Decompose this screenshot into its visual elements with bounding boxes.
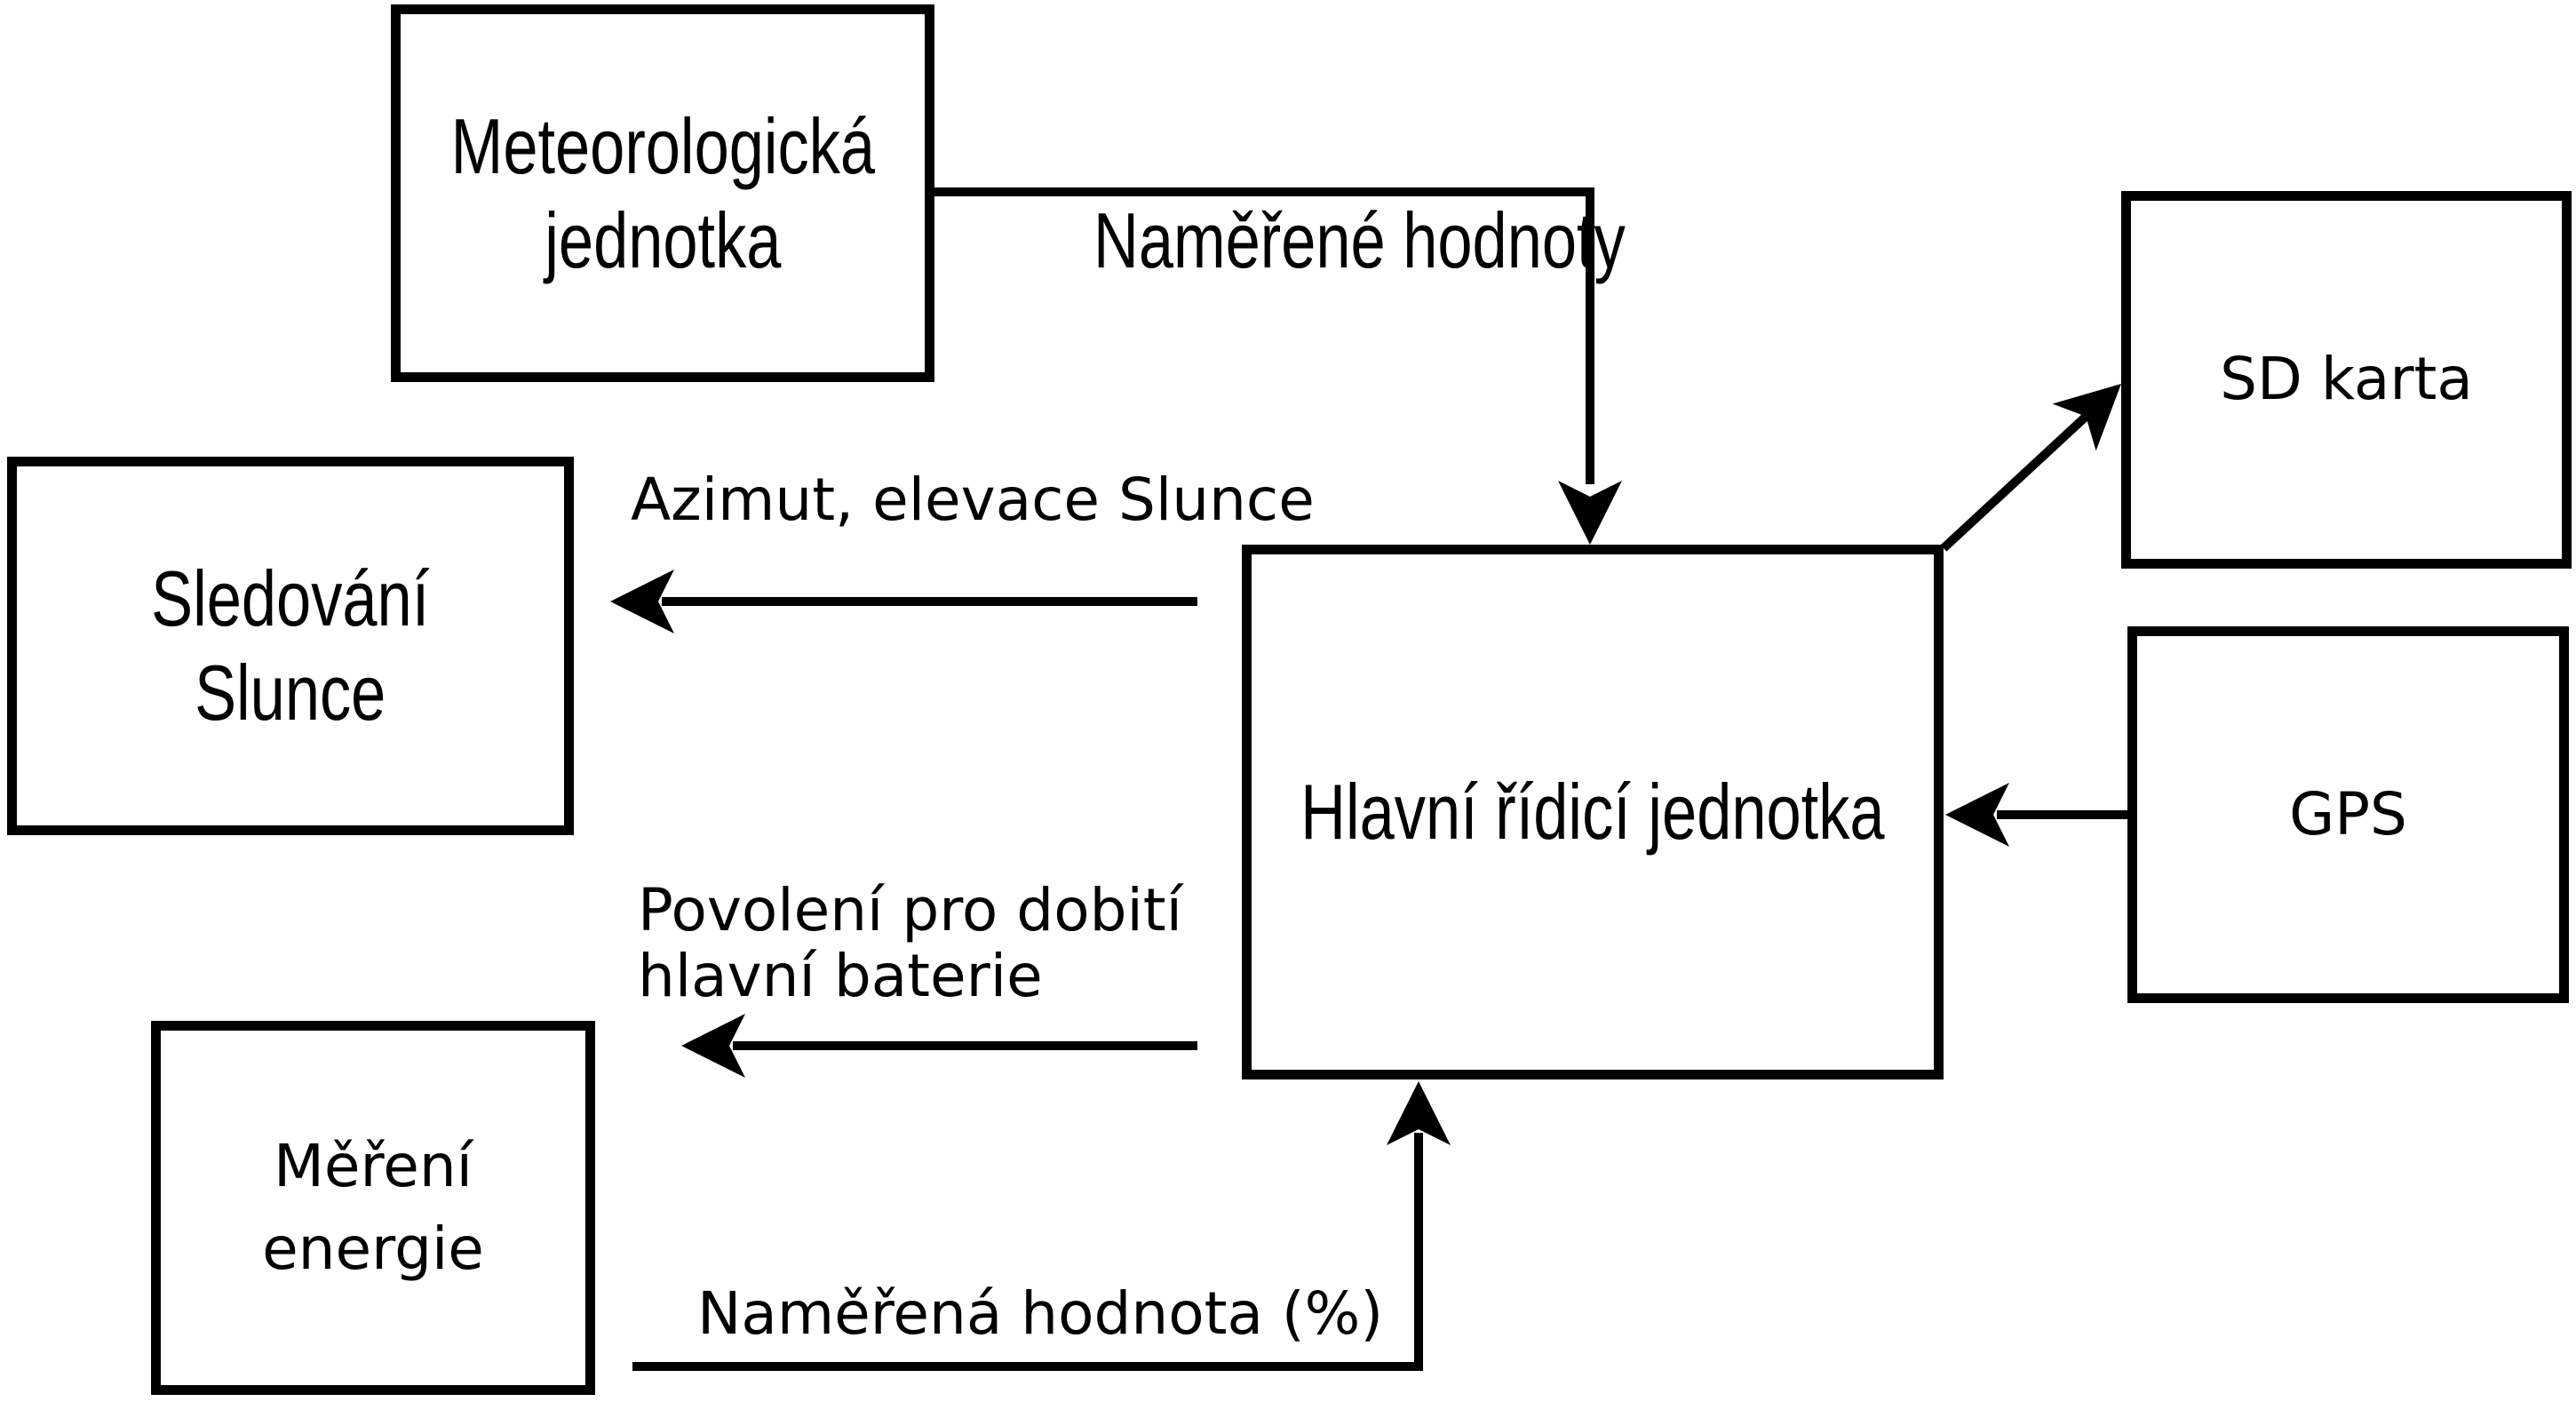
edge-mereni-to-main-line [632, 1133, 1423, 1371]
edge-label-povoleni-dobiti: Povolení pro dobití hlavní baterie [638, 876, 1183, 1010]
edge-label-namerena-hodnota: Naměřená hodnota (%) [697, 1279, 1384, 1348]
arrowhead-left-icon [610, 570, 674, 633]
edge-label-namerene-hodnoty-text: Naměřené hodnoty [1093, 195, 1626, 284]
box-sd-karta-label: SD karta [2220, 345, 2473, 414]
box-meteorologicka-jednotka: Meteorologická jednotka [391, 4, 934, 382]
box-meteorologicka-jednotka-label: Meteorologická jednotka [450, 101, 875, 284]
box-gps: GPS [2127, 626, 2569, 1003]
edge-main-to-sd [1940, 384, 2121, 552]
box-sd-karta: SD karta [2121, 191, 2572, 569]
box-mereni-energie: Měření energie [151, 1021, 595, 1395]
box-hlavni-ridici-jednotka: Hlavní řídicí jednotka [1242, 545, 1944, 1079]
edge-label-namerene-hodnoty: Naměřené hodnoty [1006, 100, 1758, 381]
box-hlavni-ridici-jednotka-label: Hlavní řídicí jednotka [1300, 768, 1885, 856]
arrowhead-left-icon [1945, 783, 2009, 847]
box-sledovani-slunce-label: Sledování Slunce [151, 554, 430, 737]
box-gps-label: GPS [2289, 779, 2407, 848]
edge-main-to-sd-line [1940, 413, 2089, 552]
edge-gps-to-main [1945, 783, 2127, 847]
box-sledovani-slunce: Sledování Slunce [7, 457, 574, 835]
edge-main-to-sledovani [610, 570, 1197, 633]
edge-label-azimut-elevace: Azimut, elevace Slunce [631, 466, 1315, 534]
edge-mereni-to-main [632, 1081, 1451, 1371]
arrowhead-left-icon [681, 1014, 745, 1078]
edge-meteo-to-main [934, 187, 1622, 545]
box-mereni-energie-label: Měření energie [262, 1132, 484, 1283]
arrowhead-up-icon [1387, 1081, 1451, 1145]
edge-main-povoleni [681, 1014, 1197, 1078]
arrowhead-down-icon [1558, 481, 1622, 545]
arrowhead-up-right-icon [2052, 384, 2121, 451]
edge-meteo-to-main-line [934, 187, 1594, 484]
